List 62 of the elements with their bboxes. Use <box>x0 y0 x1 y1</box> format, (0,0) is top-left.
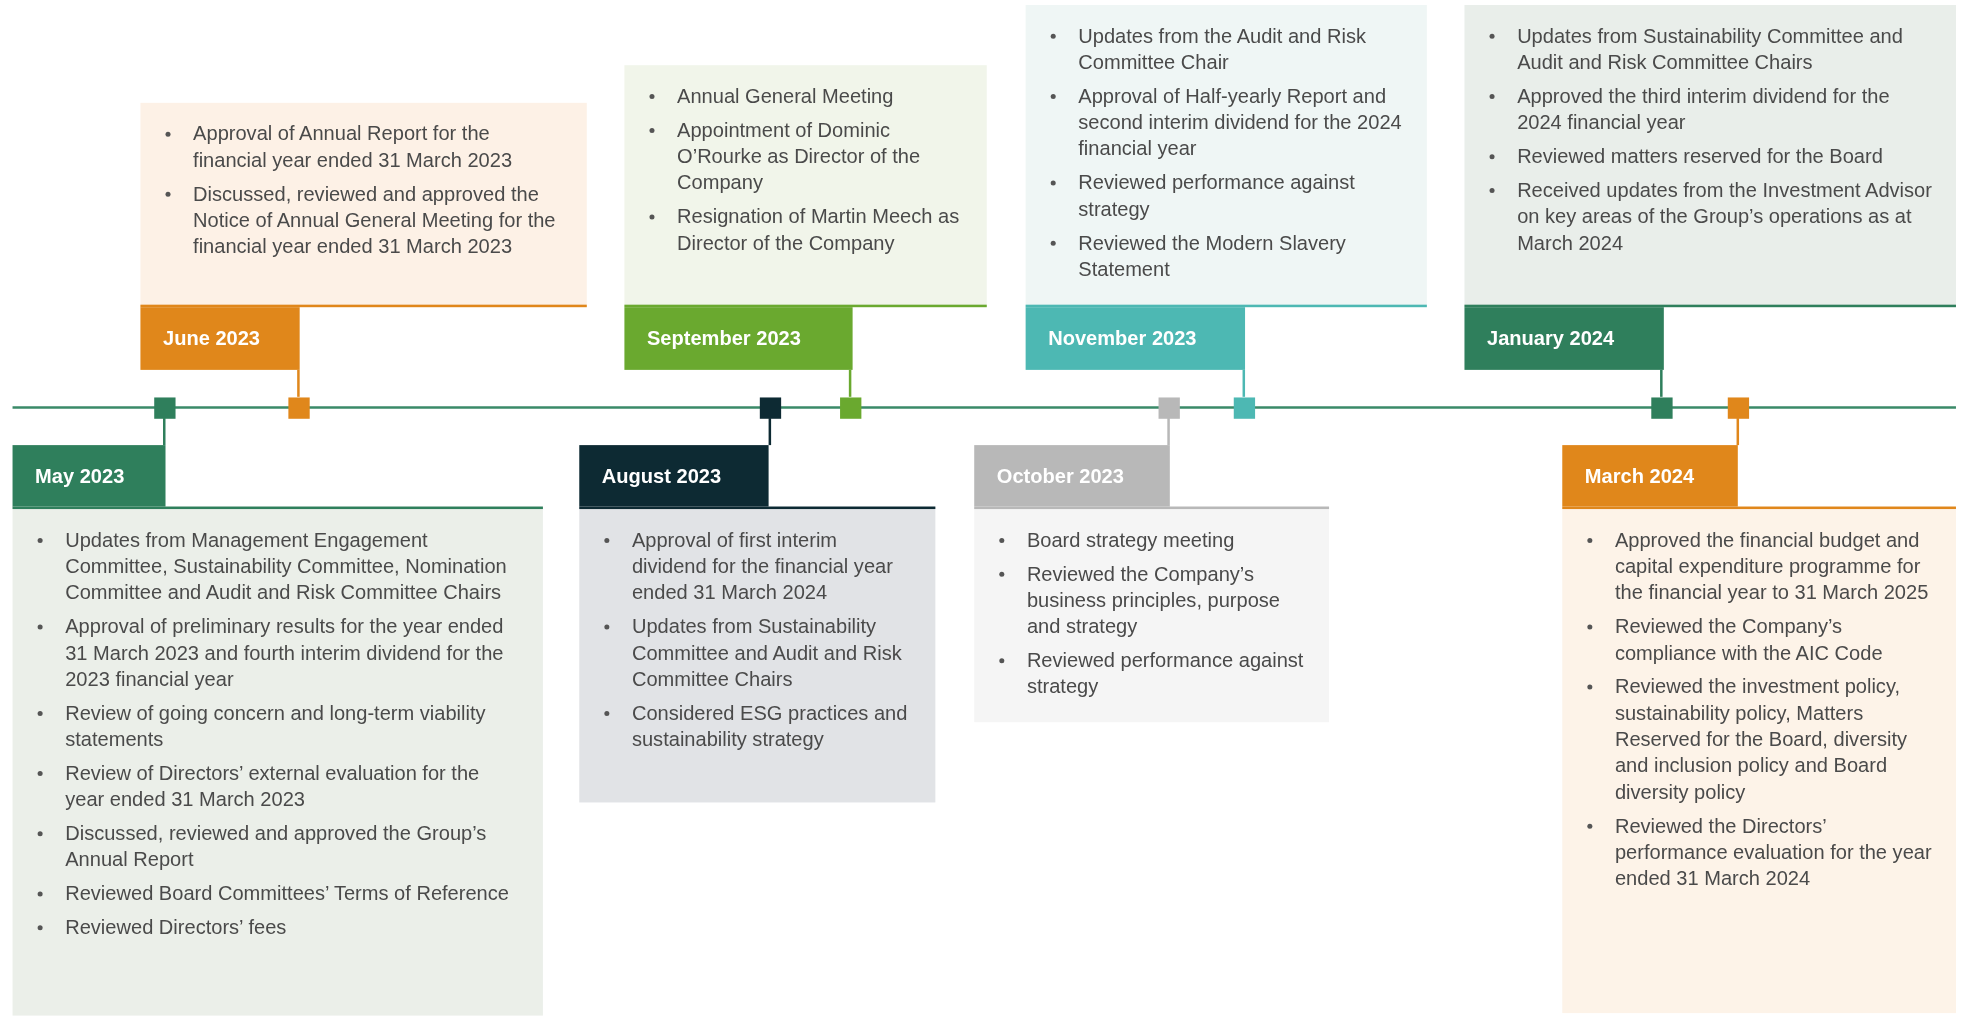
bullet-text: Discussed, reviewed and approved the Group’s Annual Report <box>65 821 488 873</box>
bullet-text: Approved the financial budget and capital expenditure programme for the financial year to 31 March 2025 <box>1614 528 1930 606</box>
bullet-text: Approval of first interim dividend for the financial year ended 31 March 2024 <box>631 528 894 606</box>
timeline-marker <box>839 396 861 419</box>
timeline-marker <box>1650 396 1672 419</box>
bullet-text: Reviewed the investment policy, sustainability policy, Matters Reserved for the Board, diversity and inclusion policy and Board diversity policy <box>1614 674 1909 805</box>
bullet-text: Updates from the Audit and Risk Committee Chair <box>1078 24 1367 75</box>
date-tab: August 2023 <box>579 445 769 507</box>
bullet-text: Reviewed performance against strategy <box>1078 170 1356 222</box>
timeline-marker <box>287 396 310 419</box>
text-panel <box>579 506 936 803</box>
bullet-text: Appointment of Dominic O’Rourke as Director of the Company <box>677 118 922 196</box>
bullet-text: Reviewed the Modern Slavery Statement <box>1078 230 1347 282</box>
bullet-text: Reviewed matters reserved for the Board <box>1517 144 1884 169</box>
date-tab: June 2023 <box>140 307 300 370</box>
bullet-text: Approval of Annual Report for the financial year ended 31 March 2023 <box>193 121 514 173</box>
text-panel <box>140 102 587 308</box>
bullet-text: Resignation of Martin Meech as Director of the Company <box>677 204 961 256</box>
connector-line <box>768 418 772 446</box>
bullet-text: Reviewed Directors’ fees <box>65 915 288 940</box>
connector-line <box>848 369 852 397</box>
bullet-text: Board strategy meeting <box>1026 528 1236 553</box>
text-panel <box>1464 5 1956 308</box>
bullet-text: Reviewed the Company’s compliance with the AIC Code <box>1614 614 1884 666</box>
bullet-text: Reviewed Board Committees’ Terms of Reference <box>65 881 510 906</box>
connector-line <box>297 369 300 397</box>
connector-line <box>163 418 166 446</box>
bullet-text: Approval of Half-yearly Report and second interim dividend for the 2024 financial year <box>1078 84 1403 162</box>
bullet-text: Reviewed performance against strategy <box>1026 648 1305 700</box>
text-panel <box>1562 506 1956 1014</box>
bullet-text: Updates from Sustainability Committee and Audit and Risk Committee Chairs <box>631 614 903 692</box>
timeline-marker <box>1727 396 1749 419</box>
bullet-text: Discussed, reviewed and approved the Notice of Annual General Meeting for the financial year ended 31 March 2023 <box>193 182 557 260</box>
bullet-text: Updates from Management Engagement Committee, Sustainability Committee, Nomination Committee and Audit and Risk Committee Chairs <box>65 528 508 606</box>
bullet-text: Approval of preliminary results for the year ended 31 March 2023 and fourth interim dividend for the 2023 financial year <box>65 614 505 692</box>
text-panel <box>1025 5 1427 308</box>
timeline-marker <box>1157 396 1180 419</box>
bullet-text: Review of going concern and long-term viability statements <box>65 701 487 752</box>
bullet-text: Considered ESG practices and sustainability strategy <box>631 701 909 752</box>
text-panel <box>624 65 987 308</box>
date-tab: October 2023 <box>974 445 1170 507</box>
bullet-text: Updates from Sustainability Committee and Audit and Risk Committee Chairs <box>1517 24 1904 75</box>
bullet-text: Approved the third interim dividend for the 2024 financial year <box>1517 84 1891 135</box>
connector-line <box>1242 369 1246 397</box>
bullet-text: Review of Directors’ external evaluation for the year ended 31 March 2023 <box>65 761 481 812</box>
bullet-text: Reviewed the Directors’ performance evaluation for the year ended 31 March 2024 <box>1614 814 1933 891</box>
timeline-marker <box>153 396 175 419</box>
date-tab: November 2023 <box>1025 307 1246 370</box>
date-tab: September 2023 <box>624 307 853 370</box>
date-tab: May 2023 <box>12 445 166 507</box>
date-tab: January 2024 <box>1464 307 1664 370</box>
bullet-text: Received updates from the Investment Advisor on key areas of the Group’s operations as at March 2024 <box>1517 178 1933 256</box>
connector-line <box>1736 418 1740 446</box>
connector-line <box>1660 369 1663 397</box>
bullet-text: Reviewed the Company’s business principles, purpose and strategy <box>1026 561 1281 639</box>
connector-line <box>1167 418 1170 446</box>
timeline-marker <box>1233 396 1255 419</box>
text-panel <box>12 506 543 1016</box>
date-tab: March 2024 <box>1562 445 1738 507</box>
timeline-marker <box>759 396 781 419</box>
text-panel <box>974 506 1330 723</box>
bullet-text: Annual General Meeting <box>677 84 895 109</box>
